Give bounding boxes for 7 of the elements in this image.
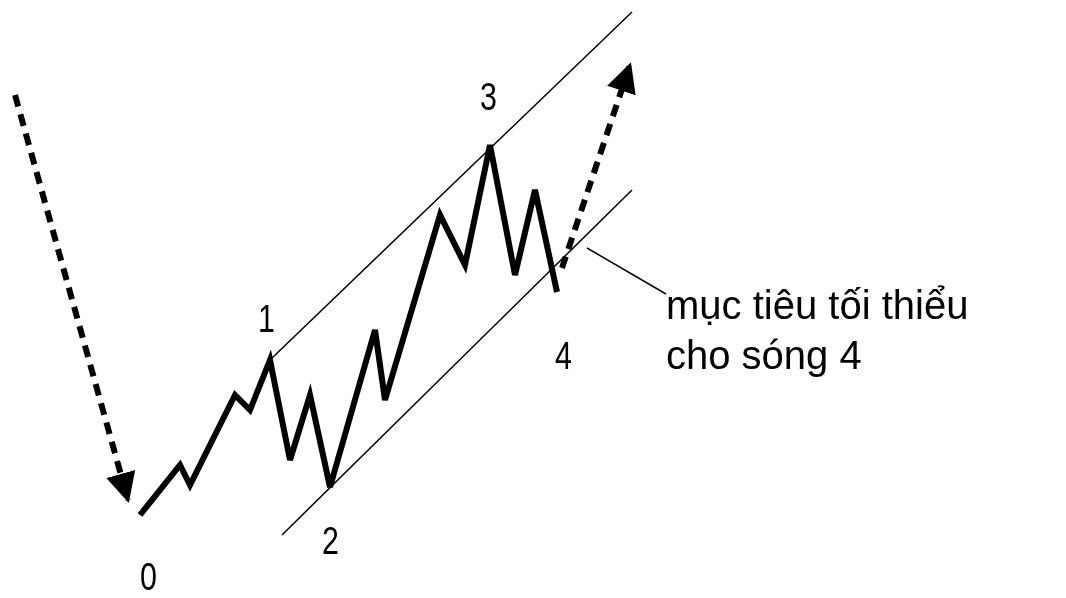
callout-text: mục tiêu tối thiểu cho sóng 4 (666, 282, 970, 379)
leader-line (586, 247, 667, 295)
wave-number: 3 (480, 78, 498, 116)
wave-number: 4 (555, 337, 573, 375)
wave-number: 1 (258, 300, 276, 338)
wave-number: 0 (140, 558, 158, 596)
wave-number: 2 (322, 522, 340, 560)
